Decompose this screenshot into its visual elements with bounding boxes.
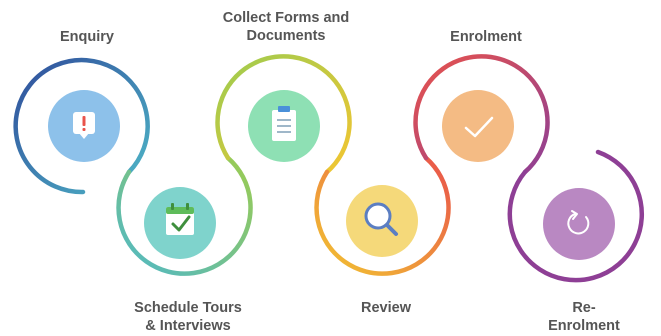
- path-segment-3: [215, 54, 352, 175]
- step-label-enquiry: Enquiry: [60, 29, 114, 45]
- step-circle-enrolment: [442, 90, 514, 162]
- calendar-check-icon: [166, 203, 194, 235]
- exclamation-bubble-icon: [73, 112, 95, 139]
- step-label-schedule: Schedule Tours & Interviews: [134, 300, 242, 334]
- path-segment-6: [507, 149, 645, 283]
- path-segment-1: [13, 57, 150, 195]
- clipboard-icon: [272, 106, 296, 141]
- refresh-icon: [567, 210, 590, 235]
- step-label-enrolment: Enrolment: [450, 29, 522, 45]
- step-label-collect-forms: Collect Forms and Documents: [222, 10, 350, 44]
- path-segment-5: [413, 54, 550, 175]
- step-circle-re-enrolment: [543, 188, 615, 260]
- step-label-re-enrolment: Re-Enrolment: [548, 300, 620, 334]
- path-segment-4: [314, 155, 451, 276]
- path-segment-2: [116, 155, 253, 276]
- step-label-review: Review: [361, 300, 411, 316]
- magnifier-icon: [364, 202, 398, 236]
- checkmark-icon: [464, 116, 494, 138]
